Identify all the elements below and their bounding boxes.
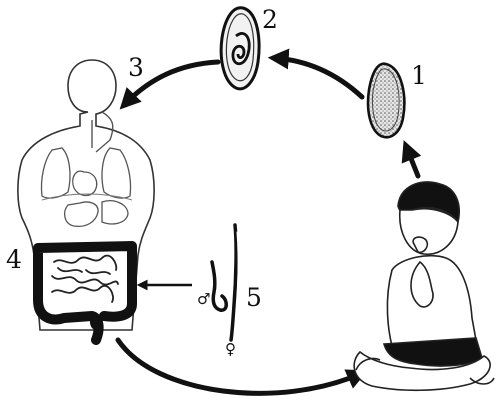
liver — [102, 201, 128, 224]
child-head — [400, 209, 458, 254]
stage-label-3: 3 — [128, 53, 144, 82]
intestine-icon — [38, 246, 132, 340]
child-figure — [354, 182, 494, 390]
stage-label-2: 2 — [262, 5, 278, 34]
esophagus — [96, 112, 113, 152]
egg-icon — [368, 64, 404, 137]
arrow-egg-to-embryonated-egg — [274, 58, 362, 97]
stage-label-4: 4 — [6, 245, 22, 274]
male-worm — [212, 262, 226, 310]
right-lung — [102, 148, 131, 198]
male-symbol: ♂ — [197, 290, 210, 308]
heart — [73, 171, 97, 195]
arrow-intestine-to-child — [118, 340, 362, 393]
embryonated-egg-icon — [221, 8, 259, 89]
arrow-child-to-egg — [406, 146, 418, 176]
rectum — [90, 314, 102, 330]
stage-label-1: 1 — [411, 61, 427, 90]
adult-worms-icon — [212, 225, 238, 340]
female-symbol: ♀ — [225, 340, 236, 358]
stomach — [65, 202, 98, 226]
left-lung — [41, 148, 70, 198]
female-worm — [231, 225, 236, 340]
stage-label-5: 5 — [246, 283, 262, 312]
